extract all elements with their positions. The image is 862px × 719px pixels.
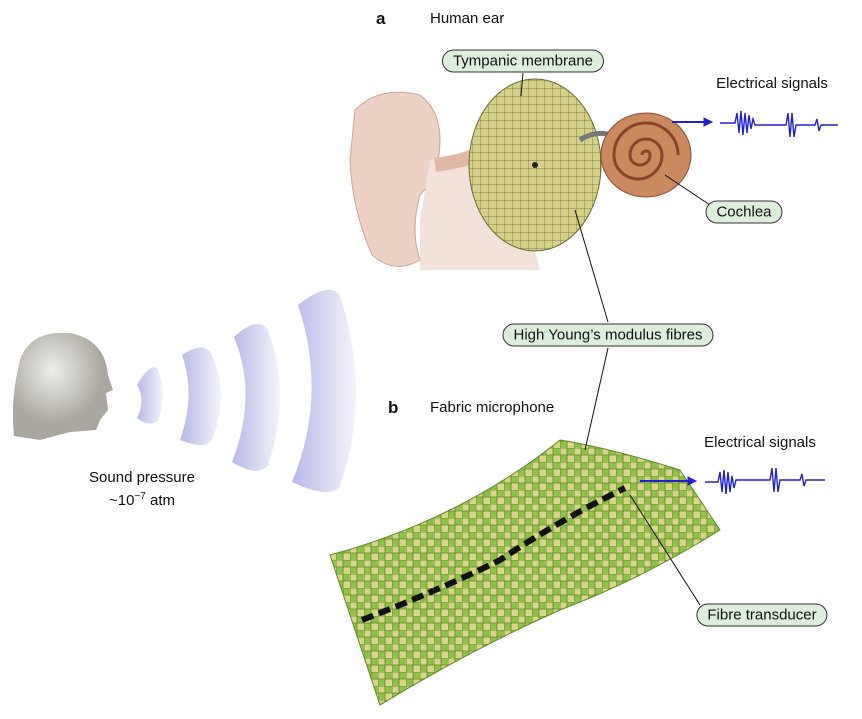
fibre-transducer-label: Fibre transducer <box>696 603 828 627</box>
connector-lines <box>520 72 711 606</box>
head-illustration <box>12 332 114 440</box>
value-base: ~10 <box>108 492 135 509</box>
tympanic-membrane-label: Tympanic membrane <box>441 49 605 73</box>
sound-pressure-label: Sound pressure <box>89 469 195 486</box>
panel-a-letter: a <box>376 9 386 28</box>
waveform-a <box>720 110 838 138</box>
signal-arrow-a <box>672 117 714 127</box>
electrical-signals-a-label: Electrical signals <box>716 75 828 92</box>
panel-b-title: Fabric microphone <box>430 399 555 416</box>
panel-b-letter: b <box>388 398 399 417</box>
sound-pressure-value: ~10−7 atm <box>109 491 175 509</box>
fabric-textile <box>329 439 721 706</box>
value-exponent: −7 <box>134 491 146 502</box>
panel-a-title: Human ear <box>430 10 505 27</box>
fibres-label: High Young’s modulus fibres <box>502 323 714 347</box>
cochlea-illustration <box>600 112 692 198</box>
cochlea-label: Cochlea <box>705 200 783 224</box>
value-unit: atm <box>145 492 176 509</box>
waveform-b <box>705 467 825 495</box>
fibre-transducer-line <box>360 485 627 623</box>
sound-waves <box>137 289 356 493</box>
signal-arrow-b <box>640 476 698 486</box>
electrical-signals-b-label: Electrical signals <box>704 434 816 451</box>
